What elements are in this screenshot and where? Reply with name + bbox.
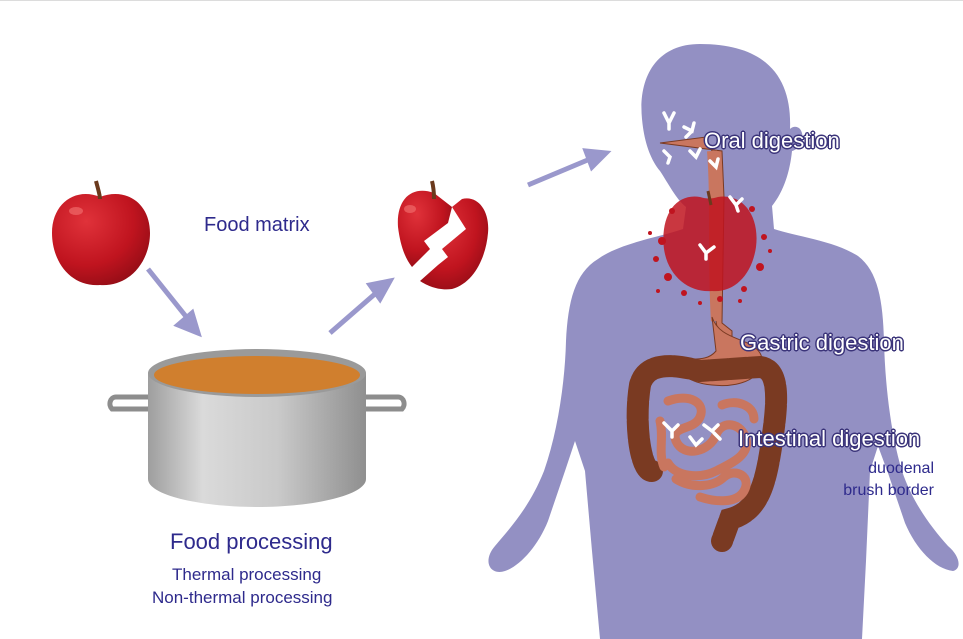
- thermal-processing-label: Thermal processing: [172, 566, 321, 583]
- cooking-pot: [110, 349, 404, 507]
- oral-digestion-label: Oral digestion: [704, 130, 840, 152]
- food-matrix-label: Food matrix: [204, 215, 310, 235]
- broken-apple: [398, 181, 488, 289]
- intestinal-digestion-label: Intestinal digestion: [738, 428, 920, 450]
- food-processing-title: Food processing: [170, 531, 333, 553]
- gastric-digestion-label: Gastric digestion: [740, 332, 904, 354]
- non-thermal-processing-label: Non-thermal processing: [152, 589, 332, 606]
- process-arrows: [148, 151, 606, 333]
- brush-border-label: brush border: [843, 483, 934, 499]
- whole-apple: [52, 181, 150, 285]
- duodenal-label: duodenal: [868, 461, 934, 477]
